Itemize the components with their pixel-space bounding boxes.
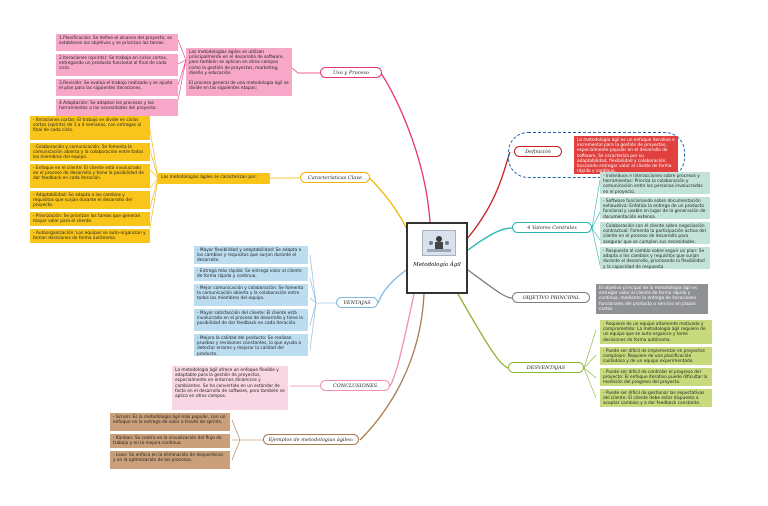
link-conclusiones: [390, 294, 414, 386]
branch-valores[interactable]: 4 Valores Centrales: [512, 222, 592, 233]
conclusiones-text: La metodología ágil ofrece un enfoque fl…: [172, 366, 288, 410]
central-topic[interactable]: Metodología Ágil: [406, 222, 468, 294]
branch-conclusiones[interactable]: CONCLUSIONES: [320, 380, 390, 391]
link-objetivo: [468, 270, 512, 298]
branch-desventajas[interactable]: DESVENTAJAS: [508, 362, 584, 373]
list-item: - Lean: Se enfoca en la eliminación de d…: [110, 451, 230, 469]
branch-uso-proceso[interactable]: Uso y Proceso: [320, 67, 382, 78]
list-item: - Mejor comunicación y colaboración: Se …: [194, 284, 308, 306]
list-item: - Scrum: Es la metodología ágil más popu…: [110, 413, 230, 431]
list-item: - Colaboración con el cliente sobre nego…: [600, 222, 710, 244]
caracteristicas-summary: Las metodologías ágiles se caracterizan …: [158, 173, 270, 184]
link-ventajas: [378, 270, 406, 303]
list-item: - Puede ser difícil de gestionar las exp…: [600, 389, 712, 407]
link-desventajas: [458, 294, 508, 368]
definicion-text: La metodología ágil es un enfoque iterat…: [574, 136, 678, 174]
list-item: - Iteraciones cortas: El trabajo se divi…: [30, 116, 150, 140]
list-item: - Mayor flexibilidad y adaptabilidad: Se…: [194, 246, 308, 264]
team-photo-icon: [422, 230, 456, 256]
list-item: 1.Planificación: Se define el alcance de…: [56, 34, 178, 51]
link-definicion: [466, 152, 510, 240]
list-item: - Mayor satisfacción del cliente: El cli…: [194, 309, 308, 331]
list-item: - Adaptabilidad: Se adapta a los cambios…: [30, 191, 150, 209]
list-item: 3.Revisión: Se evalúa el trabajo realiza…: [56, 79, 178, 96]
list-item: - Requiere de un equipo altamente motiva…: [600, 320, 712, 344]
branch-ventajas[interactable]: VENTAJAS: [336, 297, 378, 308]
link-valores: [468, 228, 512, 250]
branch-caracteristicas[interactable]: Características Clave: [300, 172, 370, 183]
branch-ejemplos[interactable]: Ejemplos de metodologías ágiles:: [263, 434, 359, 445]
objetivo-text: El objetivo principal de la metodología …: [596, 284, 708, 314]
list-item: - Respuesta al cambio sobre seguir un pl…: [600, 247, 710, 269]
list-item: - Enfoque en el cliente: El cliente está…: [30, 164, 150, 188]
link-ejemplos: [360, 294, 424, 440]
list-item: - Entrega más rápida: Se entrega valor a…: [194, 267, 308, 281]
list-item: - Software funcionando sobre documentaci…: [600, 197, 710, 219]
list-item: - Mejora la calidad del producto: Se rea…: [194, 334, 308, 356]
list-item: - Colaboración y comunicación: Se foment…: [30, 143, 150, 161]
list-item: - Puede ser difícil de implementar en pr…: [600, 347, 712, 365]
list-item: - Puede ser difícil de controlar el prog…: [600, 368, 712, 386]
branch-objetivo[interactable]: OBJETIVO PRINCIPAL: [512, 292, 590, 303]
list-item: 4.Adaptación: Se adaptan los procesos y …: [56, 99, 178, 116]
list-item: - Kanban: Se centra en la visualización …: [110, 434, 230, 448]
list-item: - Priorización: Se priorizan las tareas …: [30, 212, 150, 226]
list-item: - Autoorganización: Los equipos se auto-…: [30, 229, 150, 243]
list-item: - Individuos e interacciones sobre proce…: [600, 172, 710, 194]
central-title: Metodología Ágil: [408, 262, 466, 268]
list-item: 2.Iteraciones (sprints): Se trabaja en c…: [56, 54, 178, 76]
uso-proceso-summary: Las metodologías ágiles se utilizan prin…: [186, 48, 292, 96]
branch-definicion[interactable]: Definición: [514, 146, 562, 157]
